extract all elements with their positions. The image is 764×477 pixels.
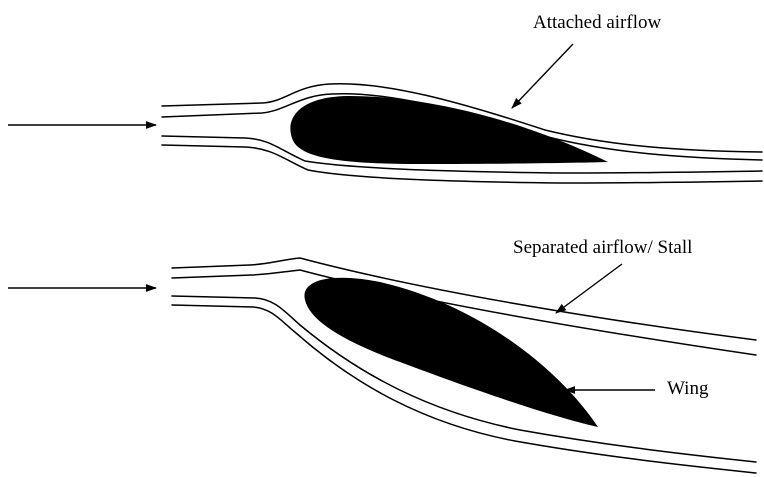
attached-airflow-panel: Attached airflow bbox=[8, 12, 762, 183]
wing-airfoil-level bbox=[290, 96, 608, 164]
separated-airflow-pointer bbox=[556, 264, 622, 313]
attached-airflow-pointer bbox=[512, 44, 573, 108]
label-wing: Wing bbox=[667, 378, 709, 399]
wing-airfoil-stalled bbox=[304, 278, 598, 427]
stall-airflow-panel: Separated airflow/ Stall Wing bbox=[8, 237, 756, 473]
label-separated-airflow: Separated airflow/ Stall bbox=[513, 237, 692, 258]
label-attached-airflow: Attached airflow bbox=[533, 12, 661, 33]
